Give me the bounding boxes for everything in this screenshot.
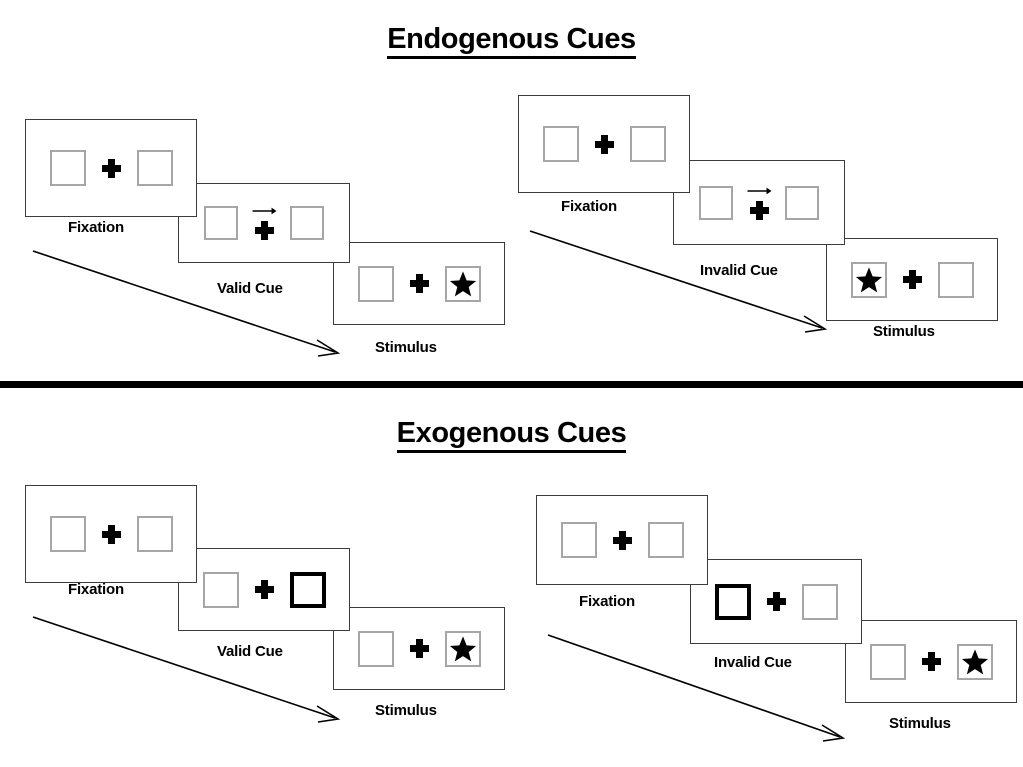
right-box [136,516,173,552]
right-box [444,630,481,667]
fixation-cross-icon [902,270,922,289]
panel-exo-valid-stimulus [333,607,505,690]
star-icon [961,648,988,674]
caption-exo-invalid-cue: Invalid Cue [714,654,792,671]
caption-endo-valid-cue: Valid Cue [217,280,283,297]
caption-endo-invalid-stimulus: Stimulus [873,323,935,340]
caption-endo-invalid-cue: Invalid Cue [700,262,778,279]
caption-endo-valid-stimulus: Stimulus [375,339,437,356]
panel-exo-valid-fixation [25,485,197,583]
left-box [357,265,394,302]
fixation-cross-icon [101,524,121,544]
right-box [801,583,838,620]
left-box [49,516,86,552]
right-box [937,261,974,298]
left-box [869,643,906,680]
fixation-cross-icon [921,652,941,671]
left-box [49,150,86,186]
section-divider [0,381,1023,388]
panel-exo-invalid-fixation [536,495,708,585]
caption-exo-invalid-stimulus: Stimulus [889,715,951,732]
endogenous-section-title: Endogenous Cues [0,25,1023,59]
panel-endo-valid-fixation [25,119,197,217]
cue-center [746,186,772,220]
fixation-cross-icon [594,134,614,154]
caption-exo-invalid-fixation: Fixation [579,593,635,610]
exogenous-section-title: Exogenous Cues [0,419,1023,453]
panel-endo-valid-stimulus [333,242,505,325]
time-arrow-endogenous-valid [32,250,341,357]
endogenous-title-text: Endogenous Cues [387,25,636,59]
left-box [850,261,887,298]
caption-endo-valid-fixation: Fixation [68,219,124,236]
right-box [444,265,481,302]
caption-endo-invalid-fixation: Fixation [561,198,617,215]
left-box [699,185,733,220]
fixation-cross-icon [766,592,786,611]
caption-exo-valid-stimulus: Stimulus [375,702,437,719]
star-icon [449,635,476,661]
exogenous-title-text: Exogenous Cues [396,419,627,453]
panel-endo-invalid-stimulus [826,238,998,321]
star-icon [855,266,882,292]
panel-endo-invalid-cue [673,160,845,245]
panel-exo-invalid-cue [690,559,862,644]
star-icon [449,270,476,296]
right-box [136,150,173,186]
panel-endo-valid-cue [178,183,350,263]
fixation-cross-icon [101,158,121,178]
time-arrow-exogenous-invalid [547,634,846,742]
left-box [542,126,579,162]
left-box [204,206,238,240]
left-box [560,522,597,558]
left-box [202,571,239,608]
caption-exo-valid-fixation: Fixation [68,581,124,598]
fixation-cross-icon [749,200,769,220]
left-box [357,630,394,667]
time-arrow-exogenous-valid [32,616,341,723]
right-box [629,126,666,162]
fixation-cross-icon [254,580,274,599]
right-box [956,643,993,680]
panel-exo-invalid-stimulus [845,620,1017,703]
left-box-cued [714,583,751,620]
cue-center [251,206,277,240]
right-box-cued [289,571,326,608]
caption-exo-valid-cue: Valid Cue [217,643,283,660]
right-box [785,185,819,220]
fixation-cross-icon [254,221,274,240]
fixation-cross-icon [612,530,632,550]
right-box [647,522,684,558]
panel-endo-invalid-fixation [518,95,690,193]
right-arrow-icon [252,207,277,215]
fixation-cross-icon [409,274,429,293]
panel-exo-valid-cue [178,548,350,631]
right-arrow-icon [747,187,772,194]
fixation-cross-icon [409,639,429,658]
right-box [290,206,324,240]
